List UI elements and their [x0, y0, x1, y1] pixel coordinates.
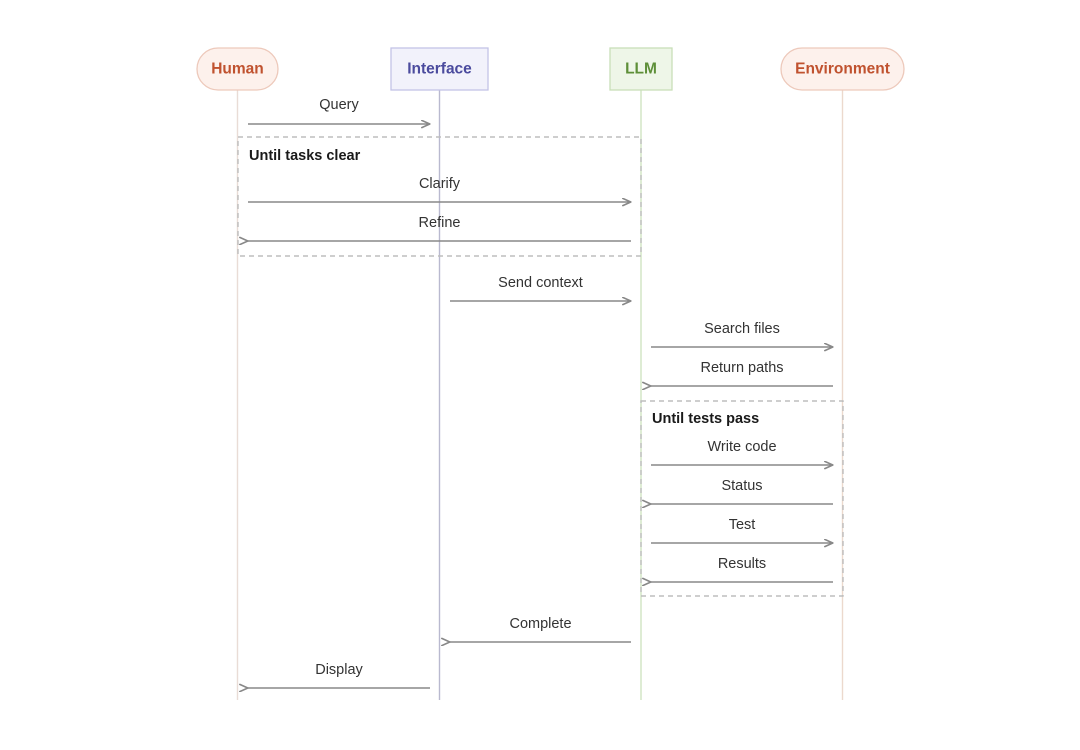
actor-environment[interactable]: Environment	[780, 47, 905, 91]
loop-tests-border	[640, 400, 844, 597]
actor-label-human: Human	[211, 61, 264, 78]
message-m8: Status	[651, 478, 833, 504]
message-m1: Query	[248, 97, 430, 124]
message-label-m10: Results	[718, 556, 766, 572]
message-label-m5: Search files	[704, 321, 780, 337]
message-label-m2: Clarify	[419, 176, 461, 192]
actor-human[interactable]: Human	[196, 47, 279, 91]
loop-tasks-border	[237, 136, 642, 257]
actor-llm[interactable]: LLM	[609, 47, 673, 91]
actor-label-interface: Interface	[407, 61, 472, 78]
actor-interface[interactable]: Interface	[390, 47, 489, 91]
loop-tests-label: Until tests pass	[652, 411, 759, 427]
actor-label-llm: LLM	[625, 61, 657, 78]
actor-box-interface[interactable]	[390, 47, 489, 91]
message-m3: Refine	[248, 215, 631, 241]
loop-tests: Until tests pass	[640, 400, 844, 597]
message-m10: Results	[651, 556, 833, 582]
message-label-m4: Send context	[498, 275, 583, 291]
message-m4: Send context	[450, 275, 631, 301]
actor-label-environment: Environment	[795, 61, 890, 78]
lifelines-group	[236, 90, 844, 700]
message-m6: Return paths	[651, 360, 833, 386]
actor-box-human[interactable]	[196, 47, 279, 91]
actor-box-environment[interactable]	[780, 47, 905, 91]
message-m12: Display	[248, 662, 430, 688]
message-label-m3: Refine	[419, 215, 461, 231]
loop-tasks-label: Until tasks clear	[249, 148, 361, 164]
message-m2: Clarify	[248, 176, 631, 202]
message-label-m1: Query	[319, 97, 359, 113]
message-label-m7: Write code	[707, 439, 776, 455]
loop-tasks: Until tasks clear	[237, 136, 642, 257]
message-m9: Test	[651, 517, 833, 543]
message-m5: Search files	[651, 321, 833, 347]
actor-box-llm[interactable]	[609, 47, 673, 91]
message-label-m9: Test	[729, 517, 756, 533]
message-label-m12: Display	[315, 662, 363, 678]
message-label-m6: Return paths	[700, 360, 783, 376]
message-m11: Complete	[450, 616, 631, 642]
message-label-m8: Status	[721, 478, 762, 494]
message-label-m11: Complete	[509, 616, 571, 632]
message-m7: Write code	[651, 439, 833, 465]
actor-boxes-group: Human Interface LLM Environment	[196, 47, 905, 91]
